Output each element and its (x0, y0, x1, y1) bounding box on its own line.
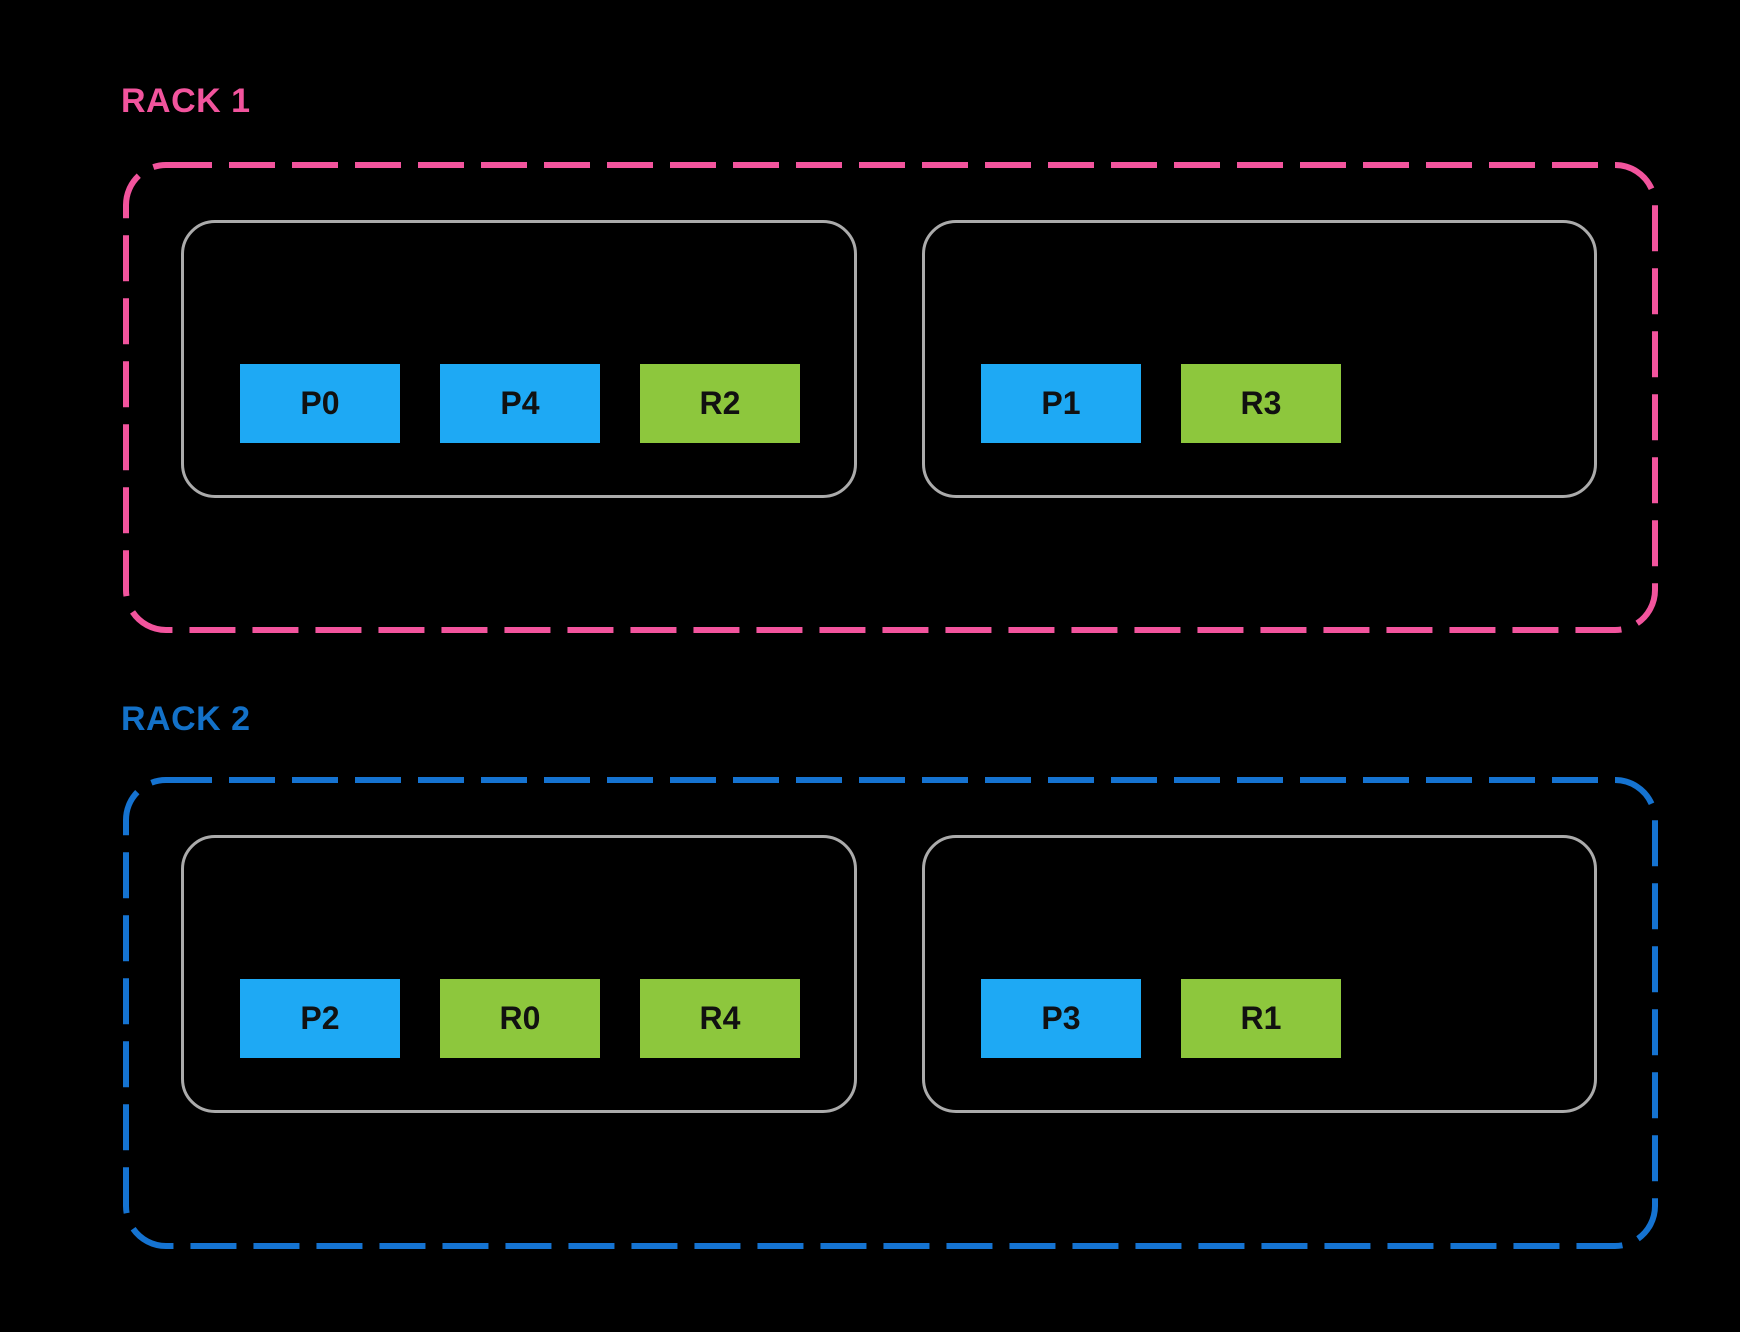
rack-boundary: P2 R0 R4 P3 R1 (123, 777, 1658, 1249)
host-box: P0 P4 R2 (181, 220, 857, 498)
replica-partition-block: R2 (640, 364, 800, 443)
replica-partition-block: R0 (440, 979, 600, 1058)
replica-partition-block: R1 (1181, 979, 1341, 1058)
primary-partition-block: P4 (440, 364, 600, 443)
primary-partition-block: P1 (981, 364, 1141, 443)
rack-label: RACK 1 (121, 82, 251, 120)
host-box: P1 R3 (922, 220, 1597, 498)
partition-row: P1 R3 (981, 364, 1341, 443)
rack-dashed-border (123, 162, 1658, 633)
replica-partition-block: R4 (640, 979, 800, 1058)
rack-boundary: P0 P4 R2 P1 R3 (123, 162, 1658, 633)
partition-row: P3 R1 (981, 979, 1341, 1058)
rack-dashed-border (123, 777, 1658, 1249)
partition-row: P2 R0 R4 (240, 979, 800, 1058)
host-box: P3 R1 (922, 835, 1597, 1113)
replica-partition-block: R3 (1181, 364, 1341, 443)
primary-partition-block: P0 (240, 364, 400, 443)
rack-label: RACK 2 (121, 700, 251, 738)
primary-partition-block: P3 (981, 979, 1141, 1058)
partition-row: P0 P4 R2 (240, 364, 800, 443)
primary-partition-block: P2 (240, 979, 400, 1058)
host-box: P2 R0 R4 (181, 835, 857, 1113)
